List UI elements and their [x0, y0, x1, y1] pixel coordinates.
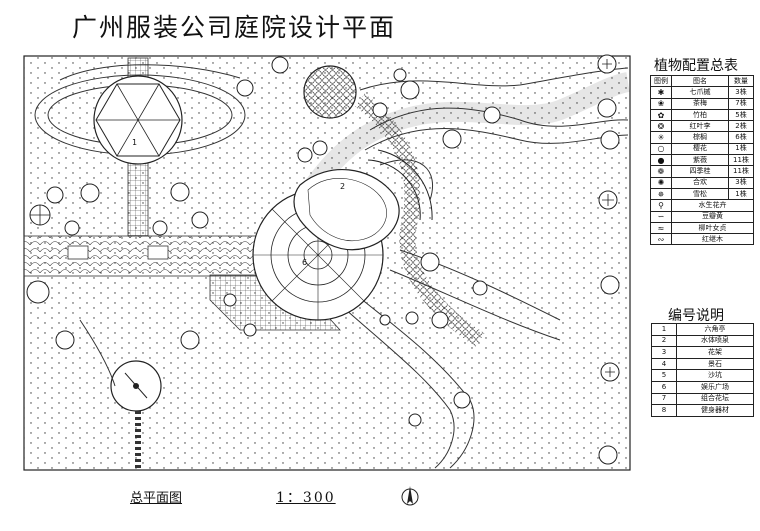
- plant-count: 2株: [728, 120, 754, 133]
- numbering-number: 3: [651, 346, 677, 359]
- plan-label-fountain: 2: [340, 182, 346, 191]
- numbering-desc: 景石: [676, 357, 754, 371]
- numbering-desc: 沙坑: [676, 369, 754, 382]
- numbering-number: 7: [651, 392, 677, 406]
- plant-name: 红叶李: [671, 120, 729, 133]
- numbering-number: 6: [651, 380, 677, 394]
- plant-symbol-icon: ✵: [650, 187, 672, 201]
- numbering-desc: 健身器材: [676, 404, 754, 417]
- plant-name: 柳叶女贞: [671, 221, 754, 235]
- numbering-number: 5: [651, 369, 677, 382]
- plant-name: 水生花卉: [671, 199, 754, 212]
- plant-count: 1株: [728, 142, 754, 156]
- legend-header-symbol: 图例: [650, 74, 672, 88]
- plant-symbol-icon: ❁: [650, 165, 672, 178]
- plant-name: 合欢: [671, 176, 729, 189]
- plant-legend-title: 植物配置总表: [654, 58, 738, 74]
- plant-count: 3株: [728, 86, 754, 99]
- pergola: [367, 149, 433, 221]
- plant-name: 雪松: [671, 187, 729, 201]
- plant-count: 7株: [728, 97, 754, 110]
- numbering-number: 1: [651, 323, 677, 336]
- plan-label-plaza: 6: [302, 258, 308, 267]
- plant-count: 3株: [728, 176, 754, 189]
- plant-row: ⚲水生花卉: [650, 199, 754, 212]
- plant-symbol-icon: ✱: [650, 86, 672, 99]
- plant-name: 红继木: [671, 233, 754, 246]
- plant-row: ∽豆瓣黄: [650, 210, 754, 223]
- plant-name: 四季桂: [671, 165, 729, 178]
- plant-symbol-icon: ✳: [650, 131, 672, 144]
- numbering-number: 8: [651, 404, 677, 417]
- numbering-title: 编号说明: [668, 308, 724, 324]
- plant-name: 紫薇: [671, 154, 729, 167]
- numbering-desc: 六角亭: [676, 323, 754, 336]
- plant-symbol-icon: ∾: [650, 233, 672, 246]
- plant-count: 1株: [728, 187, 754, 201]
- plant-symbol-icon: ✺: [650, 176, 672, 189]
- cedar-canopy: [303, 65, 357, 119]
- numbering-number: 2: [651, 334, 677, 348]
- plant-symbol-icon: ∽: [650, 210, 672, 223]
- numbering-desc: 娱乐广场: [676, 380, 754, 394]
- sand-pit: [110, 360, 162, 412]
- plant-legend-header: 图例 图名 数量: [650, 74, 754, 88]
- plant-symbol-icon: ≈: [650, 221, 672, 235]
- numbering-desc: 水体喷泉: [676, 334, 754, 348]
- plant-symbol-icon: ✿: [650, 108, 672, 122]
- numbering-number: 4: [651, 357, 677, 371]
- plant-row: ≈柳叶女贞: [650, 221, 754, 235]
- plant-count: 5株: [728, 108, 754, 122]
- legend-header-name: 图名: [671, 74, 729, 88]
- plant-symbol-icon: ●: [650, 154, 672, 167]
- plant-name: 茶梅: [671, 97, 729, 110]
- plant-name: 棕榈: [671, 131, 729, 144]
- numbering-desc: 花架: [676, 346, 754, 359]
- plant-name: 樱花: [671, 142, 729, 156]
- drawing-scale: 1：300: [276, 490, 336, 506]
- plant-symbol-icon: ⚲: [650, 199, 672, 212]
- plant-symbol-icon: ○: [650, 142, 672, 156]
- plant-count: 11株: [728, 154, 754, 167]
- plant-name: 豆瓣黄: [671, 210, 754, 223]
- plant-count: 11株: [728, 165, 754, 178]
- hexagonal-pavilion: [93, 75, 183, 165]
- legend-header-count: 数量: [728, 74, 754, 88]
- plant-name: 七爪槭: [671, 86, 729, 99]
- plant-name: 竹柏: [671, 108, 729, 122]
- numbering-desc: 组合花坛: [676, 392, 754, 406]
- plant-symbol-icon: ❀: [650, 97, 672, 110]
- plant-symbol-icon: ❂: [650, 120, 672, 133]
- drawing-title: 广州服装公司庭院设计平面: [72, 13, 397, 42]
- north-arrow-icon: [401, 486, 419, 506]
- water-fountain: [293, 168, 400, 251]
- plant-row: ∾红继木: [650, 233, 754, 246]
- plan-label-pavilion: 1: [132, 138, 138, 147]
- drawing-name: 总平面图: [130, 491, 183, 506]
- trees: [26, 54, 620, 465]
- plant-count: 6株: [728, 131, 754, 144]
